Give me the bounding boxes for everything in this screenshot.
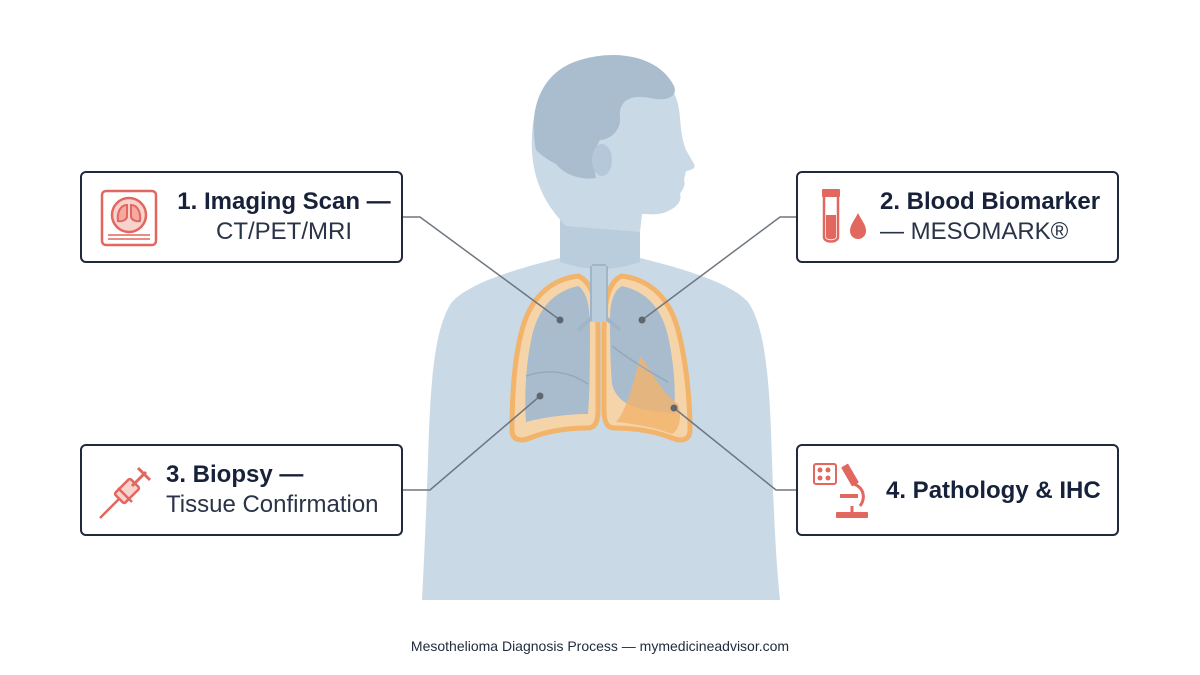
step-title-blood: 2. Blood Biomarker — MESOMARK® xyxy=(880,187,1100,247)
blood-test-tube-icon xyxy=(822,189,866,243)
marker-dot-blood xyxy=(638,316,646,324)
leader-line-imaging xyxy=(403,216,561,321)
biopsy-needle-icon xyxy=(99,466,152,519)
blood-subtitle: — MESOMARK® xyxy=(880,218,1069,245)
leader-lines xyxy=(403,216,796,491)
marker-dot-biopsy xyxy=(536,392,544,400)
biopsy-subtitle: Tissue Confirmation xyxy=(166,491,379,518)
step-card-blood: 2. Blood Biomarker — MESOMARK® xyxy=(796,171,1119,263)
ear xyxy=(592,144,612,176)
lobe-fissure-right xyxy=(525,371,589,385)
lung-left xyxy=(610,286,675,414)
imaging-subtitle: CT/PET/MRI xyxy=(216,218,352,245)
step-title-biopsy: 3. Biopsy — Tissue Confirmation xyxy=(166,460,379,520)
biopsy-title: 3. Biopsy — xyxy=(166,461,304,488)
imaging-title: 1. Imaging Scan — xyxy=(177,188,391,215)
marker-dot-imaging xyxy=(556,316,564,324)
pathology-title: 4. Pathology & IHC xyxy=(886,477,1101,504)
step-card-imaging: 1. Imaging Scan — CT/PET/MRI xyxy=(80,171,403,263)
leader-line-pathology xyxy=(673,407,796,491)
step-title-pathology: 4. Pathology & IHC xyxy=(886,476,1101,506)
step-title-imaging: 1. Imaging Scan — CT/PET/MRI xyxy=(174,187,394,247)
leader-line-biopsy xyxy=(403,395,541,491)
hair xyxy=(533,55,675,179)
leader-dots xyxy=(536,316,678,412)
lobe-fissure-left xyxy=(611,345,669,383)
microscope-icon xyxy=(813,463,868,518)
torso xyxy=(422,232,780,600)
step-card-pathology: 4. Pathology & IHC xyxy=(796,444,1119,536)
blood-title: 2. Blood Biomarker xyxy=(880,188,1101,215)
trachea-tube xyxy=(592,266,606,322)
pleural-thickening xyxy=(616,356,680,434)
leader-line-blood xyxy=(641,216,796,321)
marker-dot-pathology xyxy=(670,404,678,412)
footer-caption: Mesothelioma Diagnosis Process — mymedic… xyxy=(410,638,790,654)
lung-right xyxy=(525,286,590,422)
step-card-biopsy: 3. Biopsy — Tissue Confirmation xyxy=(80,444,403,536)
ct-scan-lungs-icon xyxy=(100,189,158,247)
